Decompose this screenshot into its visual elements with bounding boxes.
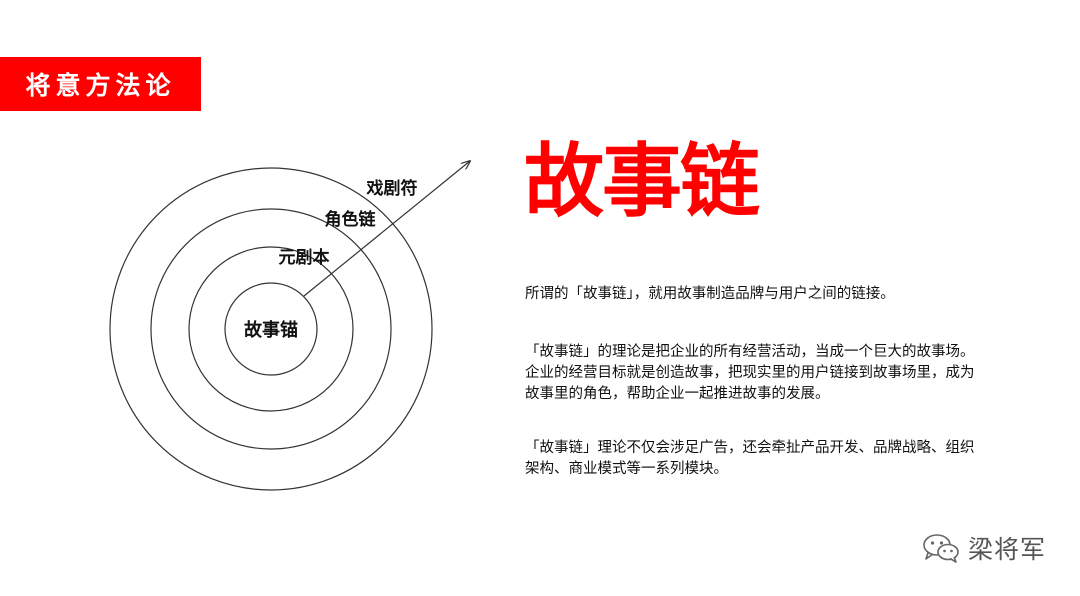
section-badge: 将意方法论 (0, 57, 201, 111)
ring-label-second: 元剧本 (279, 247, 330, 268)
ring-label-outer: 戏剧符 (366, 178, 418, 199)
paragraph-definition: 所谓的「故事链」，就用故事制造品牌与用户之间的链接。 (525, 286, 895, 302)
outer-ring (109, 167, 433, 491)
second-ring (188, 246, 354, 412)
page-title: 故事链 (524, 135, 760, 228)
badge-label: 将意方法论 (25, 71, 176, 100)
growth-arrow (303, 161, 470, 297)
paragraph-theory: 「故事链」的理论是把企业的所有经营活动，当成一个巨大的故事场。企业的经营目标就是… (525, 344, 975, 402)
concentric-circle-diagram: 故事锚 元剧本 角色链 戏剧符 (109, 0, 520, 491)
author-watermark: 梁将军 (922, 530, 1046, 566)
inner-ring (224, 282, 318, 376)
ring-label-third: 角色链 (325, 209, 377, 230)
third-ring (150, 208, 392, 450)
author-name: 梁将军 (967, 535, 1046, 564)
paragraph-scope: 「故事链」理论不仅会涉足广告，还会牵扯产品开发、品牌战略、组织架构、商业模式等一… (525, 440, 975, 477)
wechat-icon (923, 534, 959, 563)
ring-label-core: 故事锚 (244, 319, 298, 341)
